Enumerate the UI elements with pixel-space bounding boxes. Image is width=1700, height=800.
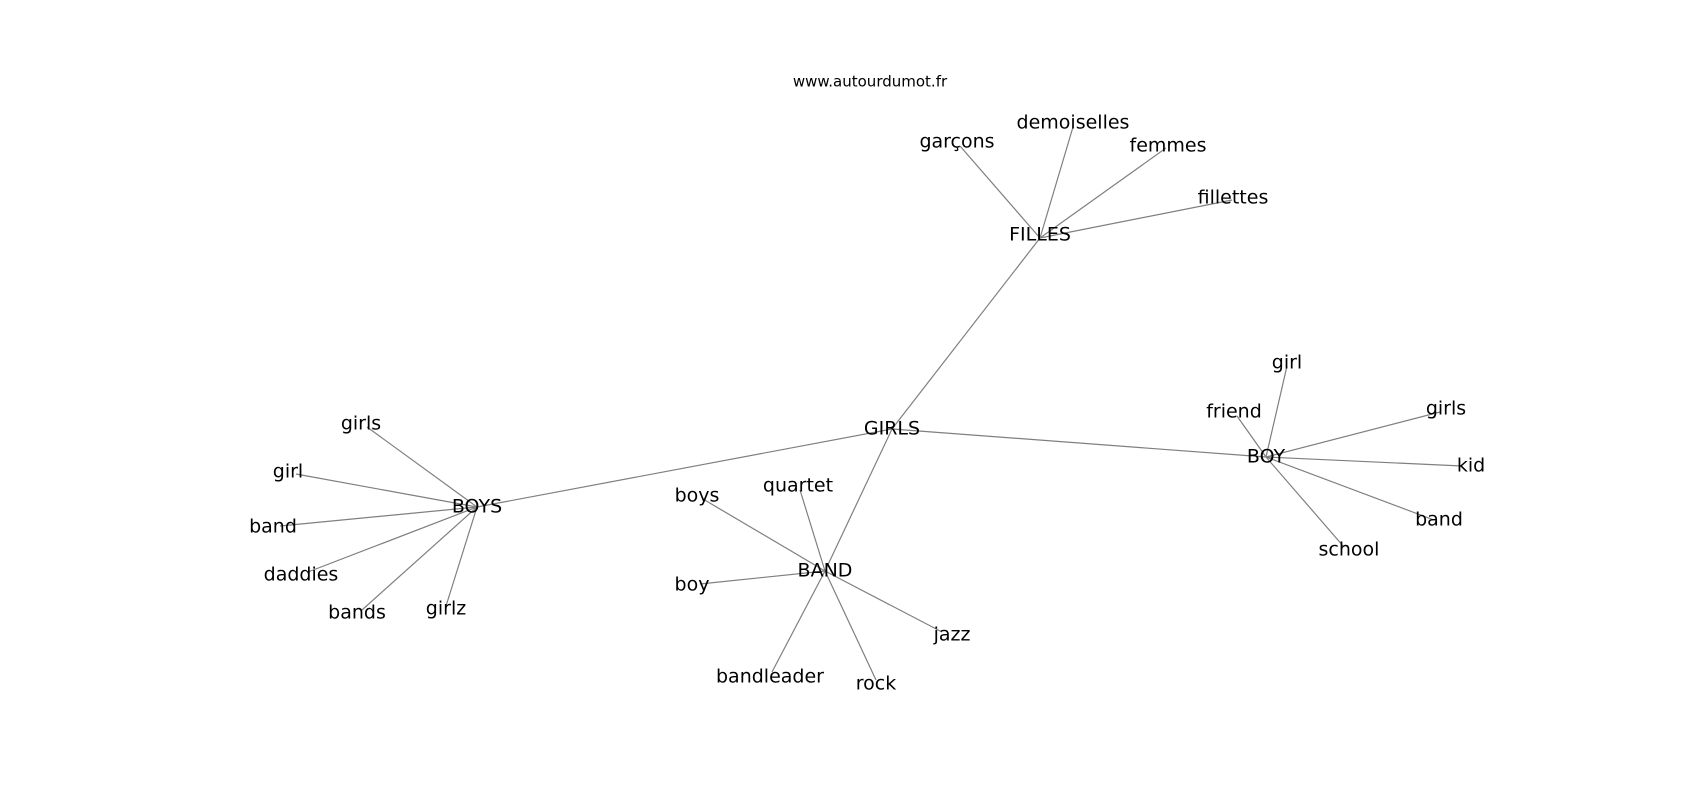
node-label-bd-boy: boy [675,574,710,596]
node-label-bs-girlz: girlz [426,598,466,620]
edge-boys-bs_girls [366,426,478,508]
edge-band-bd_bandleader [771,570,826,673]
node-label-boys: BOYS [452,496,502,518]
edge-boy-b_friend [1236,415,1267,458]
node-label-b-girls: girls [1426,398,1466,420]
edge-girls_center-boy [891,428,1267,458]
edge-filles-f_garcons [959,145,1041,239]
node-label-bd-bandleader: bandleader [716,666,824,688]
edge-girls_center-band [824,428,893,572]
edge-boy-b_girls [1265,411,1441,458]
node-label-b-kid: kid [1457,455,1485,477]
edge-filles-f_femmes [1039,147,1167,239]
node-label-b-girl: girl [1272,352,1302,374]
node-label-bs-girl: girl [273,461,303,483]
node-label-bd-boys: boys [675,485,720,507]
node-label-bd-rock: rock [856,673,896,695]
edge-boys-bs_bands [361,506,478,611]
node-label-girls-center: GIRLS [864,418,920,440]
edge-boys-bs_band [279,506,478,527]
edge-band-bd_boy [699,570,826,585]
edge-band-bd_quartet [799,489,826,572]
edge-boy-b_school [1265,456,1345,548]
node-label-f-femmes: femmes [1130,135,1207,157]
edge-filles-f_demoiselles [1039,126,1074,239]
node-label-b-school: school [1319,539,1380,561]
node-label-b-band: band [1415,509,1463,531]
edge-band-bd_rock [824,570,877,681]
watermark-text: www.autourdumot.fr [793,73,948,91]
node-label-bs-girls: girls [341,413,381,435]
edge-band-bd_boys [702,498,826,572]
node-label-band: BAND [798,560,853,582]
graph-nodes: GIRLS FILLES BOYS BOY BAND garçons demoiselles… [249,112,1485,695]
node-label-bs-bands: bands [328,602,386,624]
node-label-f-garcons: garçons [919,131,994,153]
node-label-bd-jazz: jazz [933,624,971,646]
edge-boy-b_girl [1265,365,1288,458]
edge-boys-bs_girl [295,473,478,508]
graph-edges [279,126,1463,681]
node-label-boy: BOY [1247,446,1286,468]
edge-girls_center-boys [476,428,893,508]
node-label-bd-quartet: quartet [763,475,833,497]
node-label-bs-band: band [249,516,297,538]
node-label-f-demoiselles: demoiselles [1017,112,1130,134]
node-label-filles: FILLES [1009,224,1071,246]
edge-boys-bs_girlz [445,506,478,607]
edge-boy-b_band [1265,456,1435,521]
edge-boys-bs_daddies [307,506,478,573]
edge-girls_center-filles [891,237,1041,430]
node-label-f-fillettes: fillettes [1198,187,1269,209]
node-label-bs-daddies: daddies [264,564,339,586]
edge-boy-b_kid [1265,456,1463,467]
edge-band-bd_jazz [824,570,943,633]
edge-filles-f_fillettes [1039,199,1233,239]
node-label-b-friend: friend [1206,401,1262,423]
